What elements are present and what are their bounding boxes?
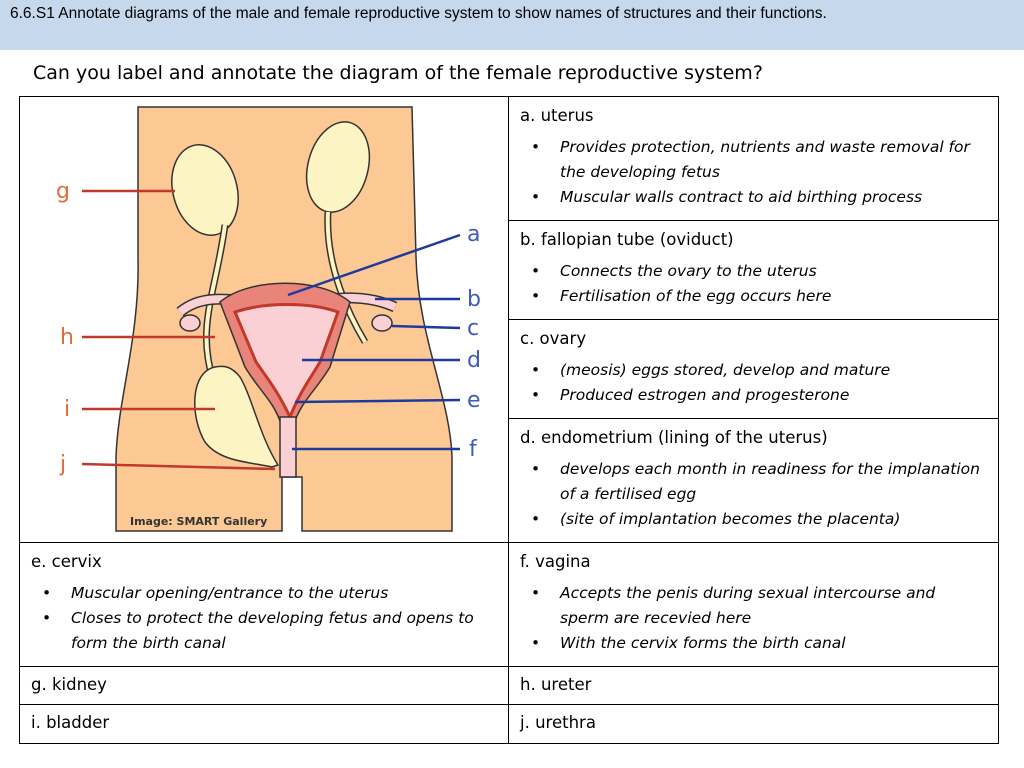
page-title: Can you label and annotate the diagram o… xyxy=(33,62,763,84)
cell-title: g. kidney xyxy=(31,675,107,694)
point-text: Fertilisation of the egg occurs here xyxy=(560,287,832,305)
label-f: f xyxy=(469,437,478,462)
point-text: (meosis) eggs stored, develop and mature xyxy=(560,361,891,379)
left-kidney xyxy=(171,144,239,236)
bullet: • xyxy=(531,287,541,305)
label-line-j xyxy=(81,462,276,471)
label-d: d xyxy=(467,348,481,373)
point-text: With the cervix forms the birth canal xyxy=(560,634,846,652)
cell-bladder: i. bladder xyxy=(19,704,510,744)
point-text: Produced estrogen and progesterone xyxy=(560,386,850,404)
point-text: Muscular walls contract to aid birthing … xyxy=(560,188,923,206)
cell-uterus: a. uterus • Provides protection, nutrient… xyxy=(508,96,999,222)
point-text: Provides protection, nutrients and waste… xyxy=(560,138,970,181)
right-kidney xyxy=(305,121,371,213)
label-a: a xyxy=(467,222,480,247)
label-i: i xyxy=(64,397,70,422)
point-text: Muscular opening/entrance to the uterus xyxy=(71,584,389,602)
cervix-vagina xyxy=(279,416,297,478)
cell-endometrium: d. endometrium (lining of the uterus) • d… xyxy=(508,418,999,544)
right-ovary xyxy=(371,314,393,332)
cell-urethra: j. urethra xyxy=(508,704,999,744)
bullet: • xyxy=(531,138,541,156)
label-e: e xyxy=(467,388,481,413)
female-reproductive-diagram: g h i j a b c d e f Image: SMART Gallery xyxy=(56,106,481,532)
bullet: • xyxy=(531,386,541,404)
list-item: • (meosis) eggs stored, develop and matur… xyxy=(520,358,988,383)
cell-cervix: e. cervix • Muscular opening/entrance to … xyxy=(19,542,510,668)
cell-kidney: g. kidney xyxy=(19,666,510,706)
label-g: g xyxy=(56,179,70,204)
list-item: • Muscular opening/entrance to the uterus xyxy=(31,581,499,606)
cell-fallopian-tube: b. fallopian tube (oviduct) • Connects th… xyxy=(508,220,999,321)
label-b: b xyxy=(467,287,481,312)
bullet: • xyxy=(531,460,541,478)
label-line-e xyxy=(294,398,461,404)
cell-title: b. fallopian tube (oviduct) xyxy=(520,230,734,249)
cell-title: c. ovary xyxy=(520,329,587,348)
annotation-table: g h i j a b c d e f Image: SMART Gallery… xyxy=(19,96,999,744)
list-item: • Closes to protect the developing fetus … xyxy=(31,606,499,656)
list-item: • Fertilisation of the egg occurs here xyxy=(520,284,988,309)
left-ovary xyxy=(179,314,201,332)
label-j: j xyxy=(59,452,66,477)
left-ureter-inner xyxy=(204,224,227,388)
bullet: • xyxy=(42,609,52,627)
bullet: • xyxy=(42,584,52,602)
diagram-cell: g h i j a b c d e f Image: SMART Gallery xyxy=(19,96,510,544)
bullet: • xyxy=(531,584,541,602)
point-text: Closes to protect the developing fetus a… xyxy=(71,609,474,652)
right-ureter-inner xyxy=(325,211,367,344)
cell-title: j. urethra xyxy=(520,713,596,732)
cell-title: a. uterus xyxy=(520,106,594,125)
list-item: • Connects the ovary to the uterus xyxy=(520,259,988,284)
bullet: • xyxy=(531,262,541,280)
list-item: • With the cervix forms the birth canal xyxy=(520,631,988,656)
bullet: • xyxy=(531,510,541,528)
list-item: • Muscular walls contract to aid birthing… xyxy=(520,185,988,210)
list-item: • (site of implantation becomes the place… xyxy=(520,507,988,532)
label-h: h xyxy=(60,325,74,350)
bullet: • xyxy=(531,634,541,652)
label-line-a xyxy=(287,233,461,297)
bullet: • xyxy=(531,361,541,379)
point-text: Accepts the penis during sexual intercou… xyxy=(560,584,936,627)
endometrium xyxy=(232,303,340,421)
image-credit: Image: SMART Gallery xyxy=(130,515,267,528)
cell-ureter: h. ureter xyxy=(508,666,999,706)
cell-title: h. ureter xyxy=(520,675,592,694)
cell-title: e. cervix xyxy=(31,552,102,571)
point-text: develops each month in readiness for the… xyxy=(560,460,980,503)
bullet: • xyxy=(531,188,541,206)
label-line-c xyxy=(391,324,461,330)
cell-title: d. endometrium (lining of the uterus) xyxy=(520,428,828,447)
objective-text: 6.6.S1 Annotate diagrams of the male and… xyxy=(10,5,827,22)
cell-vagina: f. vagina • Accepts the penis during sexu… xyxy=(508,542,999,668)
cell-title: f. vagina xyxy=(520,552,591,571)
bladder xyxy=(194,365,280,468)
list-item: • Accepts the penis during sexual interco… xyxy=(520,581,988,631)
list-item: • Provides protection, nutrients and wast… xyxy=(520,135,988,185)
list-item: • Produced estrogen and progesterone xyxy=(520,383,988,408)
objective-banner: 6.6.S1 Annotate diagrams of the male and… xyxy=(0,0,1024,50)
list-item: • develops each month in readiness for th… xyxy=(520,457,988,507)
cell-ovary: c. ovary • (meosis) eggs stored, develop … xyxy=(508,319,999,420)
cell-title: i. bladder xyxy=(31,713,110,732)
point-text: (site of implantation becomes the placen… xyxy=(560,510,901,528)
label-c: c xyxy=(467,316,479,341)
point-text: Connects the ovary to the uterus xyxy=(560,262,817,280)
